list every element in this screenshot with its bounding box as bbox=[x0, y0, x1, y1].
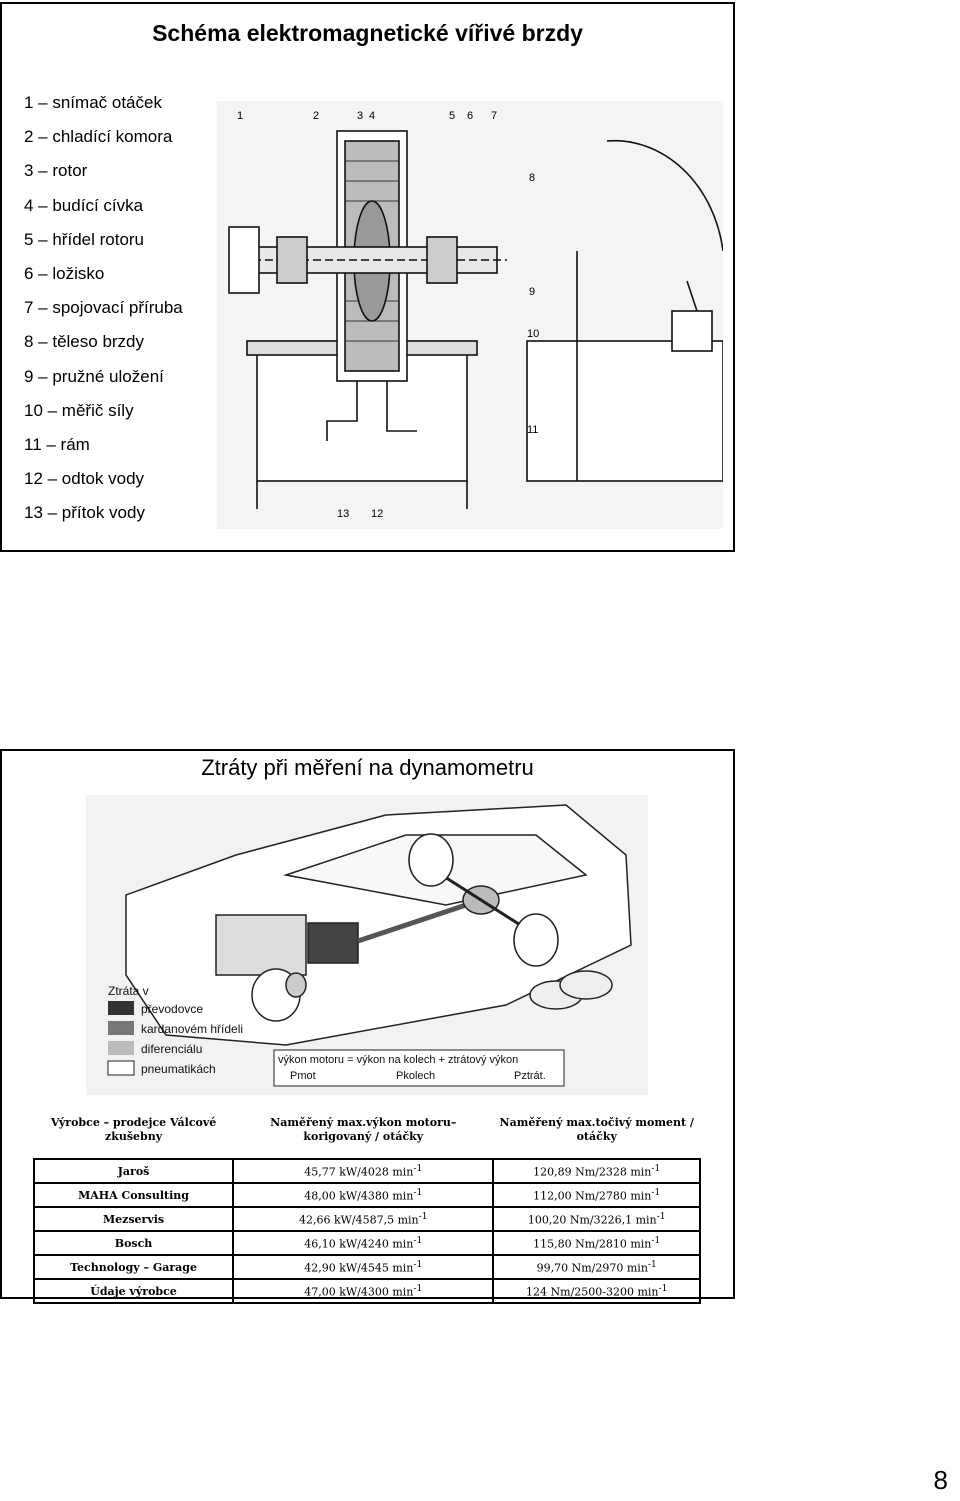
slide-title: Schéma elektromagnetické vířivé brzdy bbox=[152, 20, 583, 46]
callout-label: 5 bbox=[449, 110, 455, 122]
legend-item: 1 – snímač otáček bbox=[24, 93, 162, 112]
drivetrain-figure: Ztráta v převodovce kardanovém hřídeli d… bbox=[86, 795, 648, 1095]
legend-swatch bbox=[108, 1001, 134, 1015]
slide-dyno-losses: Ztráty při měření na dynamometru bbox=[0, 749, 735, 1304]
legend-swatch bbox=[108, 1021, 134, 1035]
dyno-comparison-table: Výrobce – prodejce Válcové zkušebny Namě… bbox=[32, 1110, 701, 1304]
callout-label: 12 bbox=[371, 508, 383, 520]
table-cell-torque: 124 Nm/2500-3200 min-1 bbox=[492, 1278, 701, 1304]
figure-equation-term: Pkolech bbox=[396, 1070, 435, 1082]
callout-label: 7 bbox=[491, 110, 497, 122]
slide-eddy-brake: Schéma elektromagnetické vířivé brzdy 1 … bbox=[0, 2, 735, 552]
table-header: Naměřený max.točivý moment / otáčky bbox=[499, 1116, 694, 1143]
legend-item: 5 – hřídel rotoru bbox=[24, 229, 145, 249]
table-cell-power: 48,00 kW/4380 min-1 bbox=[232, 1182, 495, 1208]
callout-label: 1 bbox=[237, 110, 243, 122]
page-number: 8 bbox=[933, 1465, 948, 1495]
legend-item: 9 – pružné uložení bbox=[24, 366, 164, 386]
callout-label: 2 bbox=[313, 110, 319, 122]
callout-label: 6 bbox=[467, 110, 473, 122]
figure-legend-item: převodovce bbox=[141, 1002, 203, 1016]
callout-label: 11 bbox=[527, 424, 538, 436]
table-cell-power: 42,90 kW/4545 min-1 bbox=[232, 1254, 495, 1280]
legend-item: 4 – budící cívka bbox=[24, 195, 144, 215]
legend-item: 2 – chladící komora bbox=[24, 127, 173, 147]
callout-label: 8 bbox=[529, 172, 535, 184]
table-cell-maker: MAHA Consulting bbox=[32, 1182, 235, 1208]
figure-legend-title: Ztráta v bbox=[108, 984, 149, 998]
legend-item: 3 – rotor bbox=[24, 161, 88, 181]
table-row: Bosch 46,10 kW/4240 min-1 115,80 Nm/2810… bbox=[32, 1230, 701, 1256]
callout-label: 4 bbox=[369, 110, 375, 122]
legend-swatch bbox=[107, 1060, 135, 1076]
callout-label: 9 bbox=[529, 286, 535, 298]
table-cell-maker: Údaje výrobce bbox=[32, 1278, 235, 1304]
table-row: Jaroš 45,77 kW/4028 min-1 120,89 Nm/2328… bbox=[32, 1158, 701, 1184]
table-cell-torque: 100,20 Nm/3226,1 min-1 bbox=[492, 1206, 701, 1232]
table-cell-power: 46,10 kW/4240 min-1 bbox=[232, 1230, 495, 1256]
table-cell-torque: 120,89 Nm/2328 min-1 bbox=[492, 1158, 701, 1184]
legend-item: 11 – rám bbox=[24, 434, 90, 454]
legend-item: 10 – měřič síly bbox=[24, 400, 134, 420]
brake-diagram: 1 2 3 4 5 6 7 8 9 10 11 12 13 bbox=[217, 101, 723, 529]
figure-equation: výkon motoru = výkon na kolech + ztrátov… bbox=[278, 1054, 518, 1066]
table-header: Naměřený max.výkon motoru– korigovaný / … bbox=[270, 1116, 457, 1143]
callout-label: 13 bbox=[337, 508, 349, 520]
table-header: Výrobce – prodejce Válcové zkušebny bbox=[50, 1116, 217, 1143]
table-cell-maker: Bosch bbox=[32, 1230, 235, 1256]
table-cell-maker: Jaroš bbox=[32, 1158, 235, 1184]
callout-label: 10 bbox=[527, 328, 539, 340]
callout-label: 3 bbox=[357, 110, 363, 122]
table-cell-maker: Mezservis bbox=[32, 1206, 235, 1232]
table-row: MAHA Consulting 48,00 kW/4380 min-1 112,… bbox=[32, 1182, 701, 1208]
slide-title: Ztráty při měření na dynamometru bbox=[201, 755, 534, 780]
legend-swatch bbox=[108, 1041, 134, 1055]
figure-legend-item: pneumatikách bbox=[141, 1062, 216, 1076]
table-cell-torque: 99,70 Nm/2970 min-1 bbox=[492, 1254, 701, 1280]
figure-legend-item: kardanovém hřídeli bbox=[141, 1022, 243, 1036]
table-row: Technology – Garage 42,90 kW/4545 min-1 … bbox=[32, 1254, 701, 1280]
table-cell-power: 45,77 kW/4028 min-1 bbox=[232, 1158, 495, 1184]
table-cell-power: 47,00 kW/4300 min-1 bbox=[232, 1278, 495, 1304]
figure-equation-term: Pztrát. bbox=[514, 1070, 546, 1082]
legend-item: 13 – přítok vody bbox=[24, 503, 145, 523]
figure-equation-term: Pmot bbox=[290, 1070, 316, 1082]
table-cell-torque: 115,80 Nm/2810 min-1 bbox=[492, 1230, 701, 1256]
table-row: Údaje výrobce 47,00 kW/4300 min-1 124 Nm… bbox=[32, 1278, 701, 1304]
table-row: Mezservis 42,66 kW/4587,5 min-1 100,20 N… bbox=[32, 1206, 701, 1232]
figure-legend-item: diferenciálu bbox=[141, 1042, 202, 1056]
legend-list: 1 – snímač otáček 2 – chladící komora 3 … bbox=[24, 92, 183, 536]
legend-item: 12 – odtok vody bbox=[24, 469, 145, 489]
table-cell-maker: Technology – Garage bbox=[32, 1254, 235, 1280]
table-cell-torque: 112,00 Nm/2780 min-1 bbox=[492, 1182, 701, 1208]
legend-item: 7 – spojovací příruba bbox=[24, 298, 183, 318]
legend-item: 6 – ložisko bbox=[24, 263, 105, 283]
legend-item: 8 – těleso brzdy bbox=[24, 332, 145, 352]
table-cell-power: 42,66 kW/4587,5 min-1 bbox=[232, 1206, 495, 1232]
